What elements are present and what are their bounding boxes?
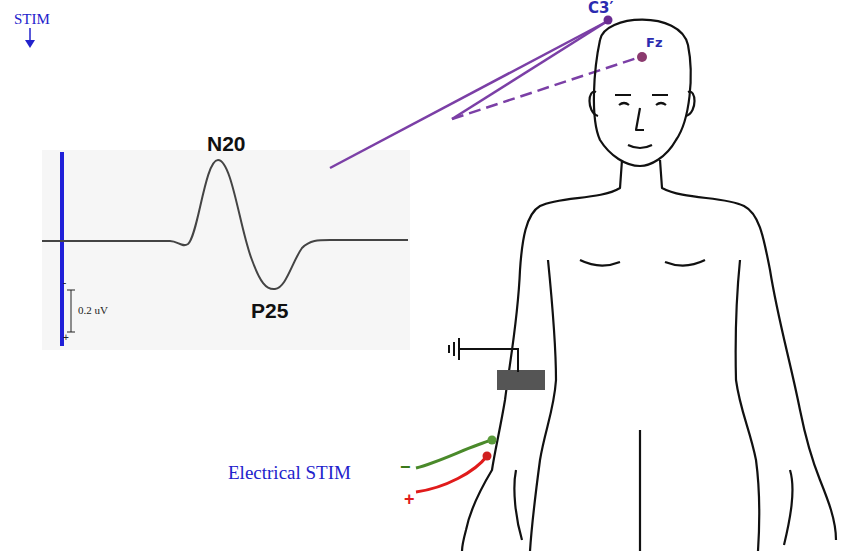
ground-symbol	[449, 338, 518, 372]
fz-electrode	[637, 52, 647, 62]
scale-bar	[67, 290, 75, 332]
peak-label: P25	[251, 300, 288, 321]
cathode-electrode	[488, 436, 497, 445]
trace-panel	[42, 150, 410, 350]
electrode-label: Fz	[646, 36, 662, 49]
c3-electrode	[604, 16, 613, 25]
sep-waveform	[42, 160, 408, 289]
anode-wire	[416, 456, 487, 492]
stim-marker	[60, 152, 64, 346]
electrode-label: C3′	[588, 1, 613, 16]
scale-sign: +	[63, 333, 69, 343]
ground-band	[497, 370, 545, 390]
stim-label: STIM	[14, 12, 50, 27]
polarity-sign: +	[404, 490, 415, 508]
scale-sign: -	[63, 278, 66, 288]
anode-electrode	[483, 452, 492, 461]
polarity-sign: −	[400, 458, 411, 476]
peak-label: N20	[207, 133, 246, 154]
scale-value: 0.2 uV	[78, 305, 108, 316]
stim-caption: Electrical STIM	[228, 463, 351, 482]
body-outline	[462, 20, 836, 551]
stim-arrowhead	[25, 40, 35, 48]
